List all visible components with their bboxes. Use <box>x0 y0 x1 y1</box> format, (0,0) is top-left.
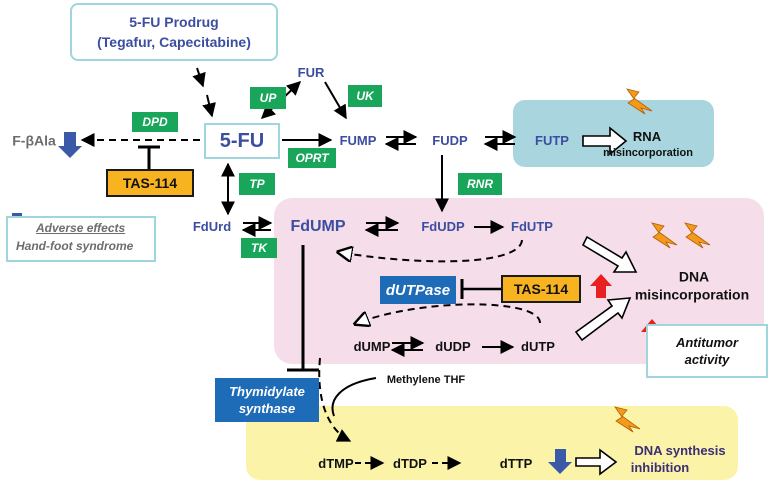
dudp-label: dUDP <box>435 338 471 354</box>
fump-label: FUMP <box>339 132 377 148</box>
lightning-icon <box>651 222 678 249</box>
five-fu-label: 5-FU <box>219 129 265 152</box>
fdudp-label: FdUDP <box>421 218 465 234</box>
lightning-icon <box>684 222 711 249</box>
outline-arrow-icon <box>581 235 638 273</box>
dna-synthesis-outcome-line2: inhibition <box>630 459 690 475</box>
fudp-label: FUDP <box>432 132 468 148</box>
up-arrow-icon <box>590 274 612 298</box>
down-arrow-icon <box>58 132 82 158</box>
prodrug-box: 5-FU Prodrug (Tegafur, Capecitabine) <box>70 3 278 61</box>
dtdp-label: dTDP <box>393 455 427 471</box>
hand-foot-syndrome: Hand-foot syndrome <box>16 239 134 253</box>
fdurd-label: FdUrd <box>192 218 232 234</box>
fdutp-label: FdUTP <box>511 218 553 234</box>
dump-label: dUMP <box>353 338 391 354</box>
dna-synthesis-outcome-line1: DNA synthesis <box>634 442 726 458</box>
adverse-effects-box: Adverse effects Hand-foot syndrome <box>6 216 156 262</box>
antitumor-activity-box: Antitumor activity <box>646 324 768 378</box>
dna-outcome-line2: misincorporation <box>634 286 750 303</box>
rna-outcome-line2: misincorporation <box>603 146 693 159</box>
futp-label: FUTP <box>535 132 569 148</box>
thymidylate-synthase-box: Thymidylate synthase <box>215 378 319 422</box>
enzyme-tp: TP <box>239 173 275 195</box>
dutpase-box: dUTPase <box>380 276 456 304</box>
antitumor-line2: activity <box>684 352 730 367</box>
fbala-label: F-βAla <box>12 132 56 149</box>
five-fu-box: 5-FU <box>204 123 280 159</box>
dttp-label: dTTP <box>499 455 533 471</box>
adverse-effects-title: Adverse effects <box>36 221 126 235</box>
rna-outcome-line1: RNA <box>632 128 662 144</box>
fdump-label: FdUMP <box>290 218 346 236</box>
outline-arrow-icon <box>575 448 618 476</box>
enzyme-uk: UK <box>348 85 382 107</box>
antitumor-line1: Antitumor <box>675 335 739 350</box>
lightning-icon <box>626 88 653 115</box>
dtmp-label: dTMP <box>318 455 354 471</box>
outline-arrow-icon <box>574 297 632 342</box>
lightning-icon <box>614 406 641 433</box>
outline-arrow-icon <box>582 126 628 156</box>
enzyme-tk: TK <box>241 238 277 258</box>
fur-label: FUR <box>297 64 325 80</box>
ts-line1: Thymidylate <box>229 384 305 399</box>
tas114-dpd-inhibitor: TAS-114 <box>106 169 194 197</box>
down-arrow-icon <box>548 449 572 474</box>
dutp-label: dUTP <box>521 338 555 354</box>
prodrug-title: 5-FU Prodrug <box>129 14 219 30</box>
ts-line2: synthase <box>238 401 296 416</box>
enzyme-up: UP <box>250 87 286 109</box>
tas114-dutpase-inhibitor: TAS-114 <box>501 275 581 303</box>
dna-outcome-line1: DNA <box>678 268 710 285</box>
enzyme-rnr: RNR <box>458 173 502 195</box>
enzyme-dpd: DPD <box>132 112 178 132</box>
methylene-thf-label: Methylene THF <box>386 373 466 386</box>
enzyme-oprt: OPRT <box>288 148 336 168</box>
prodrug-examples: (Tegafur, Capecitabine) <box>97 34 251 50</box>
